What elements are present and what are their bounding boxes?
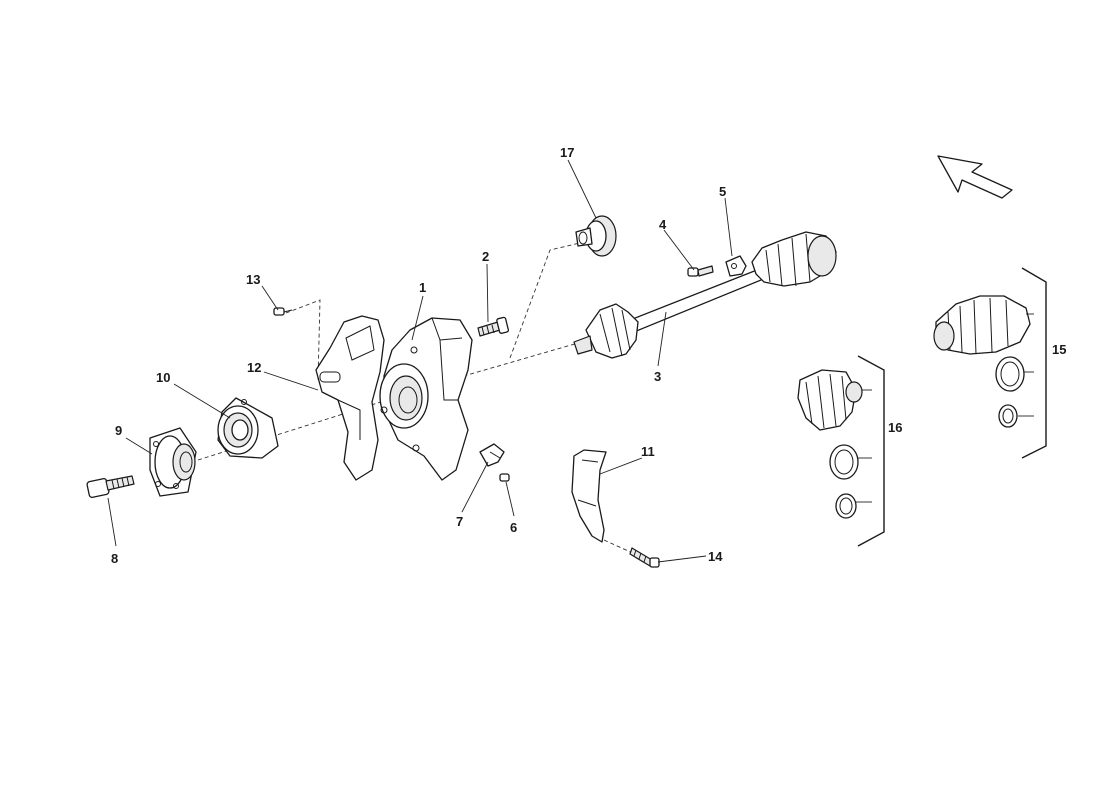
direction-arrow-icon (937, 155, 1013, 199)
callout-10: 10 (156, 370, 170, 385)
callout-14: 14 (708, 549, 723, 564)
bracket-16 (857, 355, 885, 547)
part-2-bolt (477, 316, 510, 337)
part-11-guard (571, 449, 607, 543)
part-9-wheel-hub (149, 427, 197, 497)
part-7-clip (479, 443, 505, 467)
part-15-boot-kit (933, 295, 1031, 428)
callout-13: 13 (246, 272, 260, 287)
callout-7: 7 (456, 514, 463, 529)
callout-6: 6 (510, 520, 517, 535)
part-4-bolt (687, 265, 714, 277)
part-8-hub-bolt (86, 475, 135, 498)
part-16-boot-kit (797, 369, 863, 519)
callout-15: 15 (1052, 342, 1066, 357)
part-10-wheel-bearing (217, 397, 279, 459)
callout-1: 1 (419, 280, 426, 295)
callout-2: 2 (482, 249, 489, 264)
part-5-plate (725, 255, 747, 277)
part-12-brake-shield (315, 315, 385, 481)
callout-17: 17 (560, 145, 574, 160)
callout-11: 11 (641, 444, 655, 459)
callout-3: 3 (654, 369, 661, 384)
bracket-15 (1021, 267, 1047, 459)
part-1-wheel-carrier (379, 317, 473, 481)
callout-9: 9 (115, 423, 122, 438)
part-17-mount (575, 215, 617, 257)
callout-8: 8 (111, 551, 118, 566)
callout-12: 12 (247, 360, 261, 375)
part-13-screw (273, 307, 293, 316)
leader-lines (107, 159, 1034, 563)
callout-5: 5 (719, 184, 726, 199)
part-14-screw (629, 547, 660, 568)
part-6-screw (499, 473, 510, 482)
callout-16: 16 (888, 420, 902, 435)
callout-4: 4 (659, 217, 667, 232)
part-3-drive-shaft (573, 231, 837, 359)
